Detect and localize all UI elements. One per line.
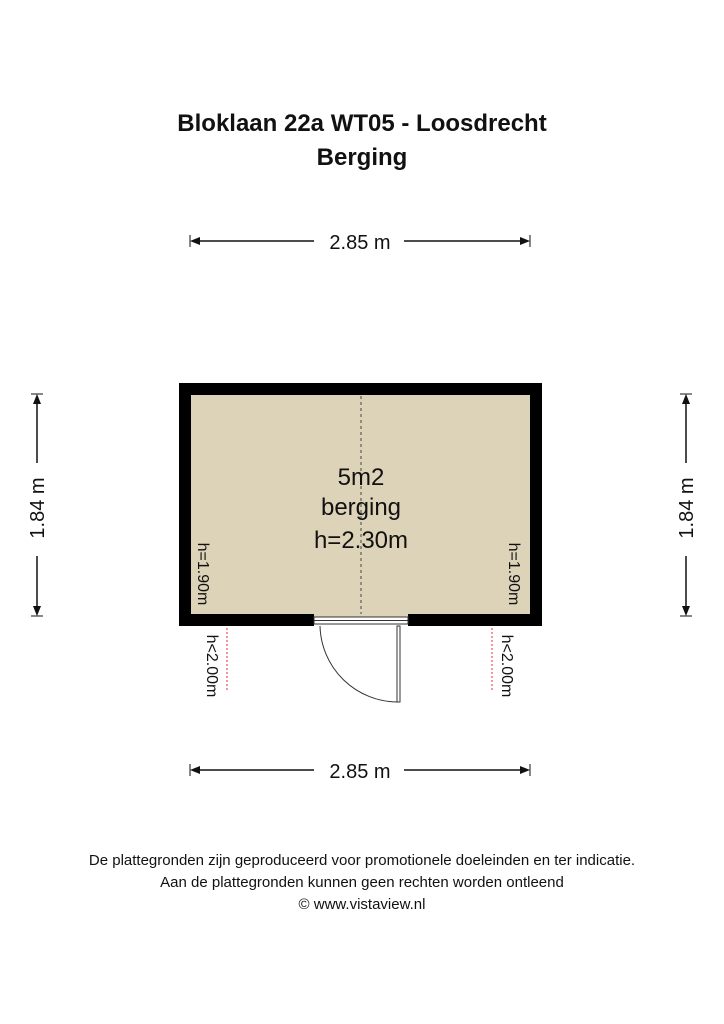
wall-height-right: h=1.90m bbox=[505, 543, 522, 606]
dimension-bottom-label: 2.85 m bbox=[329, 761, 390, 783]
exterior-height-right: h<2.00m bbox=[498, 635, 515, 698]
plan-title: Bloklaan 22a WT05 - Loosdrecht bbox=[177, 110, 547, 137]
room-height: h=2.30m bbox=[314, 527, 408, 554]
dimension-bottom: 2.85 m bbox=[189, 761, 531, 783]
dimension-top-label: 2.85 m bbox=[329, 232, 390, 254]
door-leaf bbox=[396, 625, 401, 703]
copyright-line: © www.vistaview.nl bbox=[298, 896, 426, 913]
disclaimer-line-2: Aan de plattegronden kunnen geen rechten… bbox=[160, 874, 564, 891]
dimension-left: 1.84 m bbox=[27, 393, 49, 617]
room-name: berging bbox=[321, 494, 401, 521]
dimension-right: 1.84 m bbox=[676, 393, 698, 617]
exterior-height-left: h<2.00m bbox=[203, 635, 220, 698]
dimension-left-label: 1.84 m bbox=[27, 477, 49, 538]
plan-subtitle: Berging bbox=[316, 144, 408, 171]
disclaimer-line-1: De plattegronden zijn geproduceerd voor … bbox=[88, 852, 636, 869]
room-area: 5m2 bbox=[338, 464, 385, 491]
walls bbox=[179, 383, 542, 626]
door bbox=[313, 616, 409, 703]
dimension-right-label: 1.84 m bbox=[676, 477, 698, 538]
dimension-top: 2.85 m bbox=[189, 232, 531, 254]
wall-height-left: h=1.90m bbox=[194, 543, 211, 606]
door-swing-arc bbox=[319, 625, 399, 703]
